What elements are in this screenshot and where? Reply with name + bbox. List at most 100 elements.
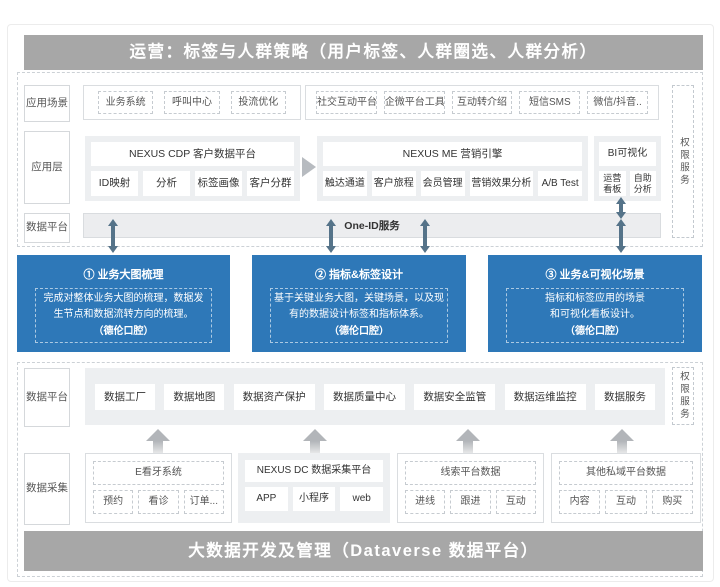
strategy-title: ② 指标&标签设计 [315,269,403,281]
scenario-item: 呼叫中心 [164,91,220,114]
bi-title: BI可视化 [599,142,656,166]
label-app-scenario: 应用场景 [24,85,70,122]
collect-item: 小程序 [292,487,336,511]
right-arrow-icon [302,157,316,177]
data-platform-panel: 数据工厂 数据地图 数据资产保护 数据质量中心 数据安全监管 数据运维监控 数据… [85,368,665,425]
scenario-group-2: 社交互动平台 企微平台工具 互动转介绍 短信SMS 微信/抖音.. [305,85,659,120]
strategy-body: 完成对整体业务大图的梳理，数据发 生节点和数据流转方向的梳理。 （德伦口腔） [35,288,212,343]
strategy-body: 指标和标签应用的场景 和可视化看板设计。 （德伦口腔） [506,288,684,343]
scenario-item: 微信/抖音.. [587,91,648,114]
strategy-title: ③ 业务&可视化场景 [545,269,645,281]
strategy-box-1: ① 业务大图梳理 完成对整体业务大图的梳理，数据发 生节点和数据流转方向的梳理。… [17,255,230,352]
strategy-line: 基于关键业务大图，关键场景，以及现 [274,292,444,304]
strategy-line: 指标和标签应用的场景 [545,292,645,304]
double-arrow-icon [420,219,430,253]
double-arrow-icon [326,219,336,253]
me-panel: NEXUS ME 营销引擎 触达通道 客户旅程 会员管理 营销效果分析 A/B … [317,136,588,201]
platform-item: 数据服务 [594,383,655,410]
collect-group-nexus-dc: NEXUS DC 数据采集平台 APP 小程序 web [238,453,390,523]
strategy-line: 完成对整体业务大图的梳理，数据发 [43,292,204,304]
scenario-group-1: 业务系统 呼叫中心 投流优化 [83,85,301,120]
platform-item: 数据安全监管 [414,383,496,410]
me-item: 会员管理 [420,171,465,196]
collect-items: 内容 互动 购买 [559,490,693,514]
cdp-item: 分析 [143,171,190,196]
collect-item: 跟进 [450,490,491,514]
top-banner: 运营：标签与人群策略（用户标签、人群圈选、人群分析） [24,35,703,70]
collect-group-leads: 线索平台数据 进线 跟进 互动 [397,453,544,523]
collect-group-title: E看牙系统 [93,461,224,485]
collect-items: 预约 看诊 订单... [93,490,224,514]
lower-dashed-region [17,362,703,577]
up-arrow-icon [146,429,170,453]
me-title: NEXUS ME 营销引擎 [323,142,582,166]
collect-items: APP 小程序 web [245,487,384,511]
strategy-suffix: （德伦口腔） [93,325,154,337]
strategy-line: 有的数据设计标签和指标体系。 [289,309,429,321]
collect-group-private: 其他私域平台数据 内容 互动 购买 [551,453,701,523]
me-item: 营销效果分析 [469,171,534,196]
collect-items: 进线 跟进 互动 [405,490,536,514]
bi-items: 运营看板 自助分析 [599,171,656,196]
collect-group-title: 其他私域平台数据 [559,461,693,485]
cdp-item: 客户分群 [247,171,294,196]
me-item: 客户旅程 [371,171,416,196]
double-arrow-icon [616,219,626,253]
scenario-item: 投流优化 [230,91,286,114]
permission-service-top: 权限服务 [672,85,694,238]
label-data-collect: 数据采集 [24,453,70,525]
cdp-title: NEXUS CDP 客户数据平台 [91,142,294,166]
cdp-item: ID映射 [91,171,138,196]
strategy-title: ① 业务大图梳理 [83,269,164,281]
double-arrow-icon [616,197,626,219]
scenario-item: 社交互动平台 [316,91,377,114]
strategy-body: 基于关键业务大图，关键场景，以及现 有的数据设计标签和指标体系。 （德伦口腔） [270,288,448,343]
collect-item: 内容 [559,490,601,514]
bi-panel: BI可视化 运营看板 自助分析 [594,136,661,201]
collect-item: 购买 [651,490,693,514]
strategy-line: 生节点和数据流转方向的梳理。 [53,309,194,321]
permission-service-bottom: 权限服务 [672,367,694,425]
strategy-box-2: ② 指标&标签设计 基于关键业务大图，关键场景，以及现 有的数据设计标签和指标体… [252,255,466,352]
double-arrow-icon [108,219,118,253]
strategy-suffix: （德伦口腔） [329,325,389,337]
collect-item: 预约 [93,490,134,514]
up-arrow-icon [303,429,327,453]
cdp-item: 标签画像 [195,171,242,196]
scenario-item: 业务系统 [98,91,154,114]
card-edge [7,24,714,582]
bottom-banner: 大数据开发及管理（Dataverse 数据平台） [24,531,703,571]
platform-item: 数据工厂 [95,383,155,410]
collect-group-title: NEXUS DC 数据采集平台 [245,460,383,482]
collect-item: APP [245,487,288,511]
label-data-platform-bottom: 数据平台 [24,368,70,427]
cdp-panel: NEXUS CDP 客户数据平台 ID映射 分析 标签画像 客户分群 [85,136,300,201]
collect-group-title: 线索平台数据 [405,461,536,485]
oneid-bar: One-ID服务 [83,213,661,238]
bi-item: 运营看板 [599,171,626,196]
collect-item: 互动 [495,490,536,514]
strategy-line: 和可视化看板设计。 [550,309,640,321]
me-items: 触达通道 客户旅程 会员管理 营销效果分析 A/B Test [323,171,583,196]
up-arrow-icon [456,429,480,453]
collect-item: 订单... [183,490,224,514]
collect-item: 互动 [605,490,647,514]
platform-item: 数据资产保护 [233,383,315,410]
label-app-layer: 应用层 [24,131,70,204]
cdp-items: ID映射 分析 标签画像 客户分群 [91,171,294,196]
strategy-box-3: ③ 业务&可视化场景 指标和标签应用的场景 和可视化看板设计。 （德伦口腔） [488,255,702,352]
label-data-platform-top: 数据平台 [24,213,70,243]
upper-dashed-region [17,72,703,247]
me-item: A/B Test [538,171,583,196]
scenario-item: 短信SMS [519,91,581,114]
scenario-item: 企微平台工具 [383,91,445,114]
collect-item: 进线 [405,490,446,514]
bi-item: 自助分析 [629,171,656,196]
platform-item: 数据地图 [164,383,225,410]
collect-group-ekanya: E看牙系统 预约 看诊 订单... [85,453,232,523]
platform-item: 数据运维监控 [504,383,586,410]
me-item: 触达通道 [323,171,367,196]
up-arrow-icon [610,429,634,453]
collect-item: web [340,487,384,511]
